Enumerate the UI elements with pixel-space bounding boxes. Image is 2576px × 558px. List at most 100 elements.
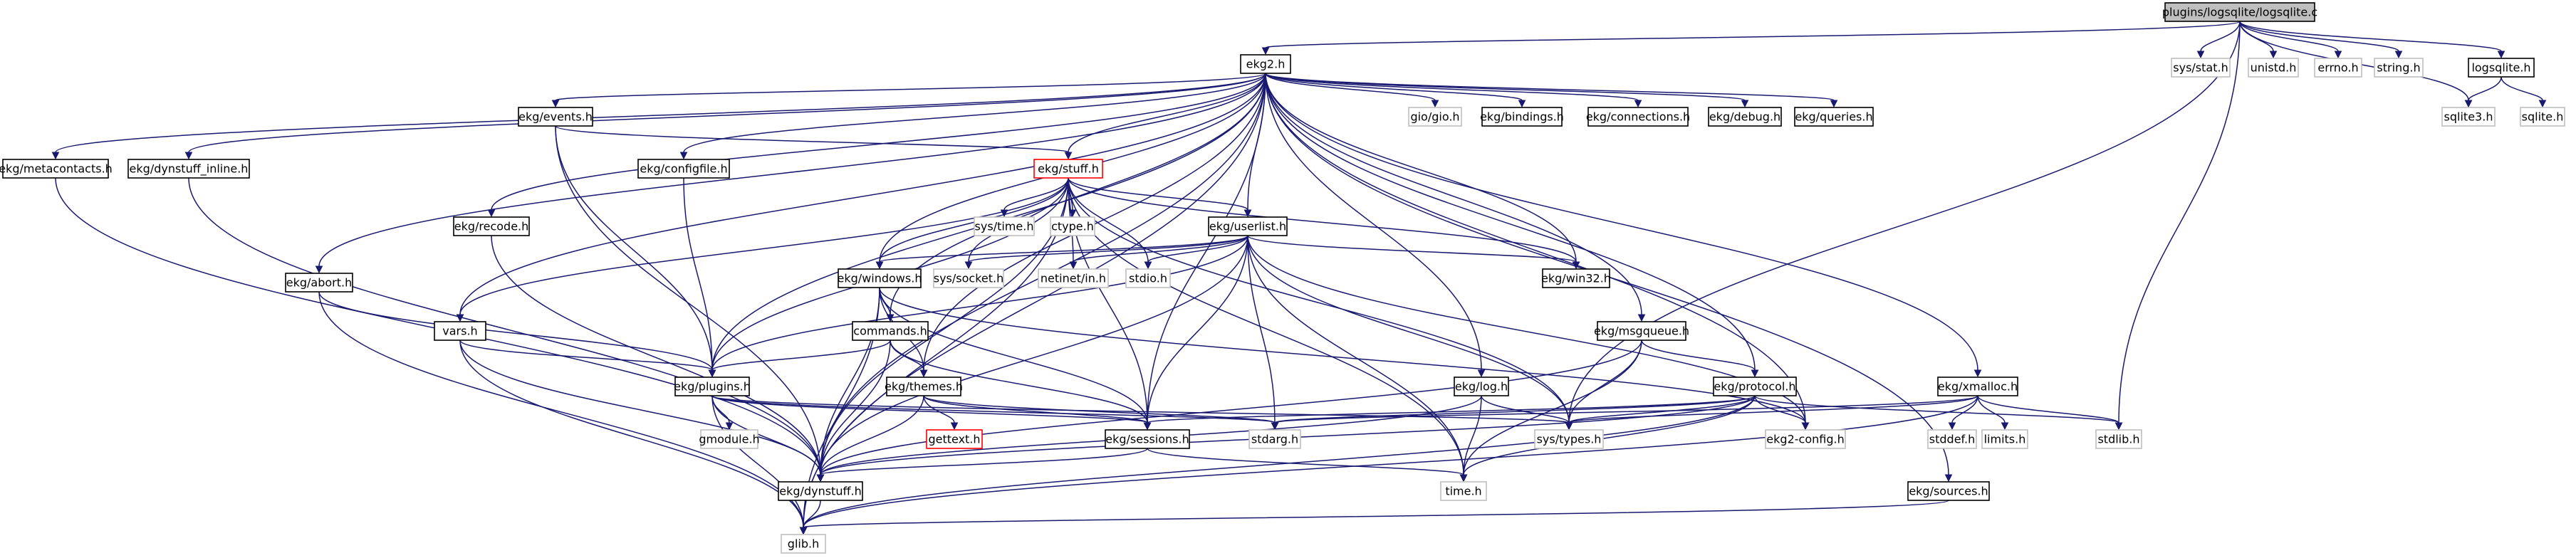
- edge-msgqueue_h-to-sys_types_h: [1565, 339, 1642, 431]
- node-xmalloc-h[interactable]: ekg/xmalloc.h: [1937, 377, 2018, 396]
- node-sqlite3-h: sqlite3.h: [2441, 107, 2496, 127]
- node-label: ekg/windows.h: [838, 272, 922, 285]
- node-connections-h[interactable]: ekg/connections.h: [1586, 107, 1690, 127]
- edge-ekg2_h-to-win32_h: [1265, 73, 1580, 270]
- node-protocol-h[interactable]: ekg/protocol.h: [1713, 377, 1797, 396]
- node-msgqueue-h[interactable]: ekg/msgqueue.h: [1594, 321, 1689, 341]
- node-label: sqlite.h: [2522, 110, 2564, 124]
- edge-ekg2_h-to-debug_h: [1265, 73, 1749, 108]
- edge-userlist_h-to-windows_h: [875, 235, 1248, 270]
- node-time-h: time.h: [1440, 481, 1487, 501]
- edge-ekg2_h-to-connections_h: [1265, 73, 1642, 108]
- node-label: gmodule.h: [699, 433, 759, 446]
- node-label: stdio.h: [1129, 272, 1167, 285]
- edge-ekg2_h-to-msgqueue_h: [1265, 73, 1646, 322]
- edge-logsqlite_c-to-logsqlite_h: [2239, 21, 2505, 59]
- edge-ekg2_h-to-xmalloc_h: [1265, 73, 1982, 378]
- edge-logsqlite_c-to-errno_h: [2239, 21, 2342, 59]
- node-vars-h[interactable]: vars.h: [434, 321, 486, 341]
- node-label: ekg/log.h: [1455, 380, 1508, 394]
- node-dynstuff-inline-h[interactable]: ekg/dynstuff_inline.h: [127, 159, 250, 179]
- node-label: ctype.h: [1051, 220, 1094, 233]
- edge-vars_h-to-plugins_h: [459, 339, 716, 378]
- node-events-h[interactable]: ekg/events.h: [518, 107, 593, 127]
- edge-protocol_h-to-sessions_h: [1143, 395, 1756, 431]
- node-label: ekg/msgqueue.h: [1594, 325, 1689, 338]
- node-stuff-h[interactable]: ekg/stuff.h: [1033, 159, 1103, 179]
- node-label: ekg/xmalloc.h: [1938, 380, 2018, 394]
- edge-msgqueue_h-to-protocol_h: [1641, 339, 1759, 378]
- edge-stuff_h-to-userlist_h: [1068, 177, 1252, 218]
- node-gettext-h[interactable]: gettext.h: [926, 429, 983, 449]
- edge-ekg2_h-to-metacontacts_h: [51, 73, 1266, 160]
- node-commands-h[interactable]: commands.h: [852, 321, 929, 341]
- edge-themes_h-to-stdarg_h: [923, 395, 1279, 431]
- node-label: stdlib.h: [2097, 433, 2139, 446]
- node-label: plugins/logsqlite/logsqlite.c: [2162, 6, 2317, 19]
- node-debug-h[interactable]: ekg/debug.h: [1708, 107, 1782, 127]
- edge-protocol_h-to-stdlib_h: [1754, 395, 2123, 431]
- edge-ekg2_h-to-dynstuff_inline_h: [184, 73, 1266, 160]
- edge-commands_h-to-plugins_h: [708, 339, 891, 378]
- node-label: gettext.h: [928, 433, 980, 446]
- node-plugins-h[interactable]: ekg/plugins.h: [674, 377, 751, 396]
- edge-ekg2_h-to-gio_h: [1265, 73, 1439, 108]
- edge-ekg2_h-to-configfile_h: [679, 73, 1266, 160]
- node-metacontacts-h[interactable]: ekg/metacontacts.h: [0, 159, 113, 179]
- node-ekg2-h[interactable]: ekg2.h: [1240, 54, 1291, 74]
- node-label: ekg/events.h: [518, 110, 593, 124]
- node-themes-h[interactable]: ekg/themes.h: [885, 377, 963, 396]
- node-sources-h[interactable]: ekg/sources.h: [1907, 481, 1990, 501]
- node-logsqlite-h[interactable]: logsqlite.h: [2468, 58, 2535, 78]
- edge-ekg2_h-to-abort_h: [315, 73, 1266, 274]
- node-win32-h[interactable]: ekg/win32.h: [1541, 268, 1611, 288]
- node-sys-stat-h: sys/stat.h: [2171, 58, 2231, 78]
- node-label: ekg/plugins.h: [674, 380, 751, 394]
- node-label: ekg/debug.h: [1709, 110, 1780, 124]
- edge-userlist_h-to-sys_socket_h: [964, 235, 1248, 270]
- node-log-h[interactable]: ekg/log.h: [1454, 377, 1509, 396]
- node-string-h: string.h: [2374, 58, 2424, 78]
- node-sys-time-h: sys/time.h: [974, 216, 1035, 236]
- node-windows-h[interactable]: ekg/windows.h: [838, 268, 922, 288]
- node-userlist-h[interactable]: ekg/userlist.h: [1208, 216, 1288, 236]
- node-label: ekg/themes.h: [885, 380, 963, 394]
- node-label: netinet/in.h: [1041, 272, 1106, 285]
- node-stdio-h: stdio.h: [1125, 268, 1171, 288]
- node-label: gio/gio.h: [1410, 110, 1459, 124]
- node-unistd-h: unistd.h: [2248, 58, 2299, 78]
- edge-abort_h-to-plugins_h: [318, 291, 716, 378]
- node-label: ekg/protocol.h: [1714, 380, 1795, 394]
- node-label: ekg/dynstuff_inline.h: [130, 162, 249, 177]
- node-queries-h[interactable]: ekg/queries.h: [1794, 107, 1874, 127]
- node-label: sys/socket.h: [934, 272, 1004, 285]
- node-label: sys/time.h: [975, 220, 1034, 233]
- node-sessions-h[interactable]: ekg/sessions.h: [1105, 429, 1190, 449]
- node-dynstuff-h[interactable]: ekg/dynstuff.h: [778, 481, 863, 501]
- edge-log_h-to-time_h: [1459, 395, 1482, 483]
- node-sys-types-h: sys/types.h: [1534, 429, 1604, 449]
- node-label: ekg/connections.h: [1586, 110, 1690, 124]
- node-sqlite-h: sqlite.h: [2520, 107, 2565, 127]
- node-label: ekg/userlist.h: [1209, 220, 1286, 233]
- node-configfile-h[interactable]: ekg/configfile.h: [637, 159, 730, 179]
- node-abort-h[interactable]: ekg/abort.h: [285, 273, 353, 293]
- node-stdlib-h: stdlib.h: [2095, 429, 2142, 449]
- node-label: stdarg.h: [1251, 433, 1298, 446]
- node-bindings-h[interactable]: ekg/bindings.h: [1480, 107, 1564, 127]
- node-label: string.h: [2377, 61, 2420, 75]
- edge-sessions_h-to-dynstuff_h: [816, 448, 1148, 483]
- edge-xmalloc_h-to-limits_h: [1977, 395, 2009, 431]
- edge-ekg2_h-to-log_h: [1265, 73, 1486, 378]
- node-label: ekg/queries.h: [1795, 110, 1872, 124]
- node-gio-h: gio/gio.h: [1408, 107, 1462, 127]
- node-label: logsqlite.h: [2471, 61, 2530, 75]
- node-label: ekg/bindings.h: [1480, 110, 1564, 124]
- node-sys-socket-h: sys/socket.h: [933, 268, 1004, 288]
- edge-logsqlite_c-to-sys_stat_h: [2196, 21, 2241, 59]
- node-recode-h[interactable]: ekg/recode.h: [453, 216, 530, 236]
- node-logsqlite-c[interactable]: plugins/logsqlite/logsqlite.c: [2162, 2, 2317, 22]
- edge-logsqlite_h-to-sqlite3_h: [2464, 76, 2502, 108]
